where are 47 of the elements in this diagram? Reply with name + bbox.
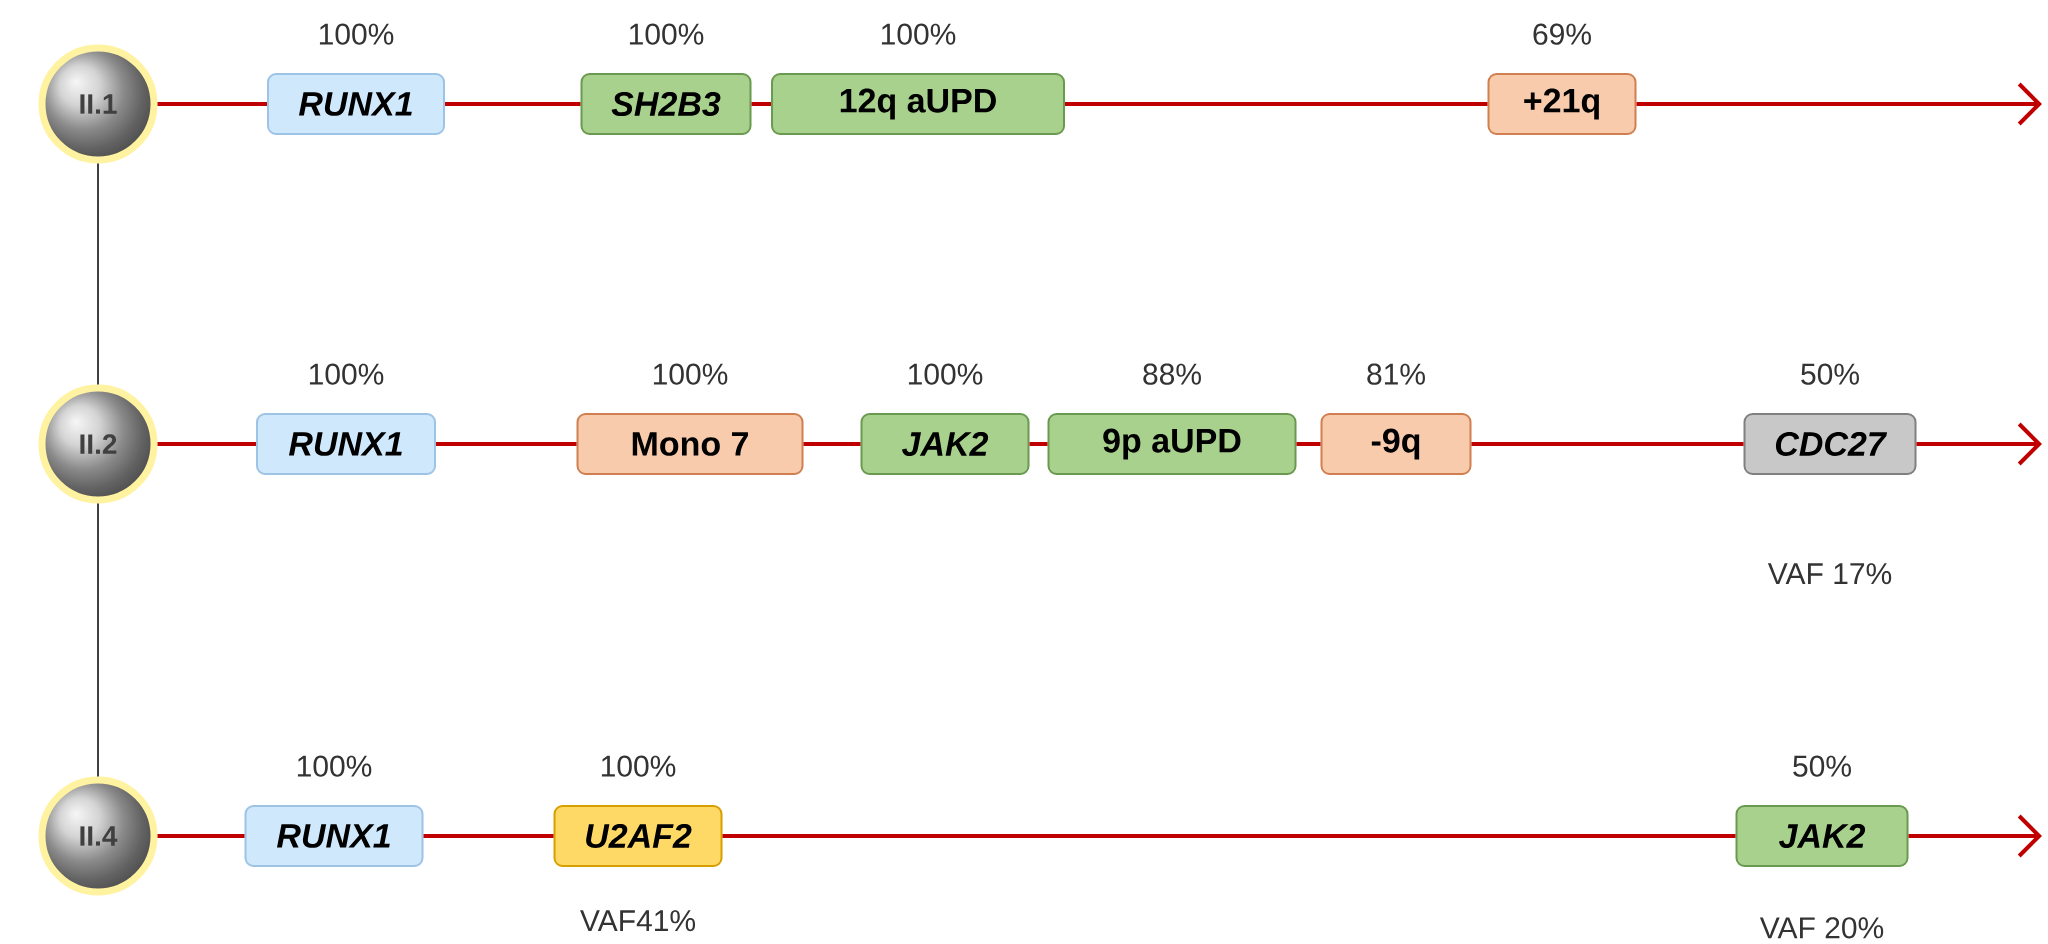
timeline-line [157,442,256,446]
vaf-label: VAF 17% [1767,563,1892,585]
percentage-label: 50% [1793,755,1851,777]
mutation-box: 9p aUPD [1047,413,1297,475]
mutation-box: RUNX1 [256,413,436,475]
connector-line [97,502,99,778]
percentage-label: 69% [1533,23,1591,45]
mutation-box: CDC27 [1743,413,1917,475]
percentage-label: 50% [1801,363,1859,385]
percentage-label: 88% [1143,363,1201,385]
mutation-box: JAK2 [860,413,1030,475]
timeline-line [157,102,267,106]
percentage-label: 100% [908,363,983,385]
mutation-box: 12q aUPD [771,73,1065,135]
mutation-box: SH2B3 [580,73,752,135]
arrow [1908,814,2042,858]
mutation-box: -9q [1320,413,1472,475]
mutation-box: Mono 7 [576,413,804,475]
percentage-label: 100% [629,23,704,45]
connector-line [97,162,99,386]
percentage-label: 100% [881,23,956,45]
timeline-line [1029,442,1048,446]
mutation-box: +21q [1487,73,1637,135]
vaf-label: VAF 20% [1759,917,1884,939]
timeline-line [423,834,554,838]
timeline-line [751,102,771,106]
mutation-box: RUNX1 [267,73,445,135]
timeline-line [1471,442,1744,446]
mutation-box: U2AF2 [553,805,723,867]
timeline-line [1296,442,1321,446]
arrow [1636,82,2042,126]
timeline-line [803,442,861,446]
vaf-label: VAF41% [580,910,696,932]
percentage-label: 81% [1367,363,1425,385]
timeline-line [722,834,1736,838]
timeline-line [1065,102,1488,106]
mutation-box: RUNX1 [244,805,424,867]
timeline-line [445,102,581,106]
percentage-label: 100% [297,755,372,777]
percentage-label: 100% [653,363,728,385]
arrow [1916,422,2042,466]
mutation-box: JAK2 [1735,805,1909,867]
timeline-line [436,442,577,446]
percentage-label: 100% [601,755,676,777]
percentage-label: 100% [309,363,384,385]
timeline-line [157,834,245,838]
percentage-label: 100% [319,23,394,45]
